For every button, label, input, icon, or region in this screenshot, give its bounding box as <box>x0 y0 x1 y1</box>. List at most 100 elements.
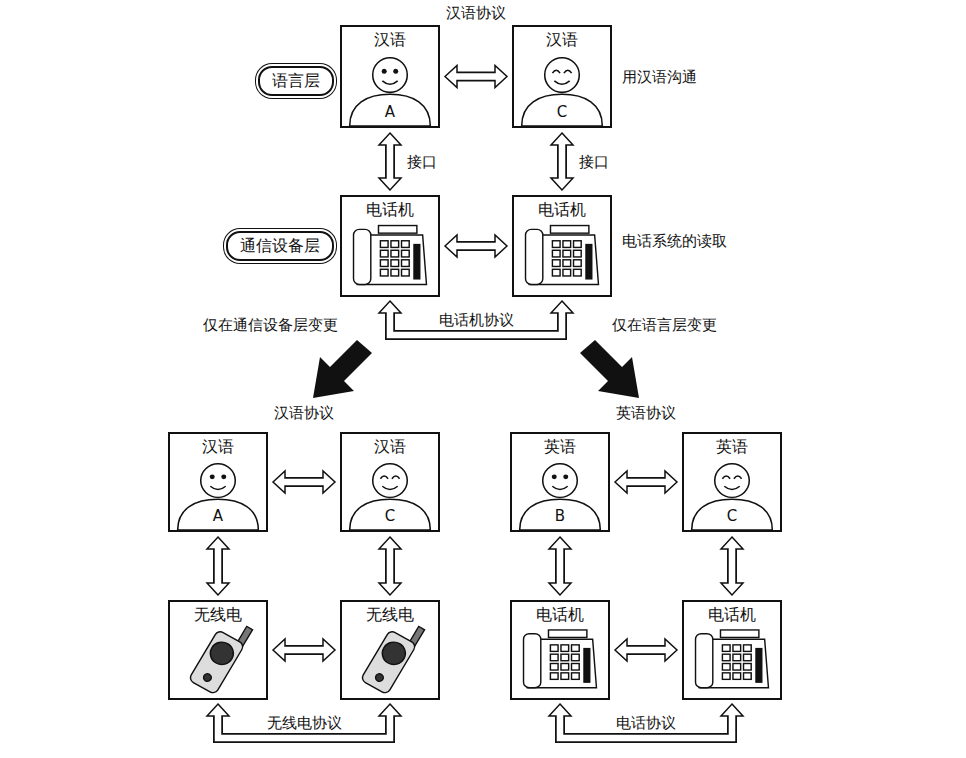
phone-key <box>733 654 741 661</box>
eye <box>210 474 215 479</box>
box-heading: 汉语 <box>202 437 234 456</box>
eye <box>392 476 400 479</box>
phone-strip <box>414 245 420 279</box>
person-head <box>201 464 236 498</box>
arrow-inner <box>390 311 562 335</box>
box-heading: 英语 <box>544 437 576 456</box>
person-box: 汉语C <box>340 432 440 532</box>
phone-key <box>574 260 582 267</box>
radio-box: 无线电 <box>340 600 440 700</box>
layer-tag: 语言层 <box>258 66 334 96</box>
person-body <box>350 94 431 126</box>
phone-handset <box>696 634 713 688</box>
person-letter: C <box>557 103 567 121</box>
phone-box: 电话机 <box>512 195 612 297</box>
phone-key <box>574 250 582 257</box>
change-arrow <box>313 340 372 398</box>
phone-key <box>572 645 580 652</box>
phone-box: 电话机 <box>510 600 610 700</box>
hollow-arrow <box>615 471 677 493</box>
phone-box: 电话机 <box>340 195 440 297</box>
arrow-inner <box>559 143 566 180</box>
radio-body <box>188 630 244 695</box>
phone-key <box>391 260 399 267</box>
arrow-inner <box>455 243 497 250</box>
phone-key <box>722 673 730 680</box>
phone-key <box>391 269 399 276</box>
box-heading: 电话机 <box>366 200 414 219</box>
phone-handset <box>526 229 543 284</box>
phone-figure <box>524 630 597 688</box>
person-figure <box>522 58 603 126</box>
phone-key <box>380 250 388 257</box>
eye <box>563 474 568 479</box>
hollow-arrow <box>273 471 335 493</box>
arrow-inner <box>729 547 736 585</box>
hollow-arrow <box>379 301 573 335</box>
person-body <box>522 94 603 126</box>
hollow-arrow <box>207 704 401 738</box>
mouth <box>382 81 397 84</box>
arrow-inner <box>283 479 325 486</box>
phone-key <box>380 269 388 276</box>
phone-key <box>563 269 571 276</box>
phone-key <box>561 673 569 680</box>
eye <box>393 69 398 74</box>
phone-key <box>722 664 730 671</box>
person-body <box>178 499 259 530</box>
phone-key <box>572 654 580 661</box>
radio-figure <box>188 615 253 694</box>
phone-box: 电话机 <box>682 600 782 700</box>
person-box: 汉语 A <box>168 432 268 532</box>
arrow-inner <box>387 143 394 180</box>
phone-key <box>561 645 569 652</box>
person-box: 英语C <box>682 432 782 532</box>
note-label: 汉语协议 <box>446 4 506 22</box>
radio-speaker <box>378 638 409 669</box>
phone-key <box>744 673 752 680</box>
person-letter: A <box>213 507 223 525</box>
eye <box>382 69 387 74</box>
phone-key <box>574 241 582 248</box>
phone-key <box>550 645 558 652</box>
person-figure <box>350 58 431 126</box>
phone-key <box>733 673 741 680</box>
phone-key <box>744 645 752 652</box>
phone-key <box>733 664 741 671</box>
phone-key <box>572 673 580 680</box>
hollow-arrow <box>379 537 401 595</box>
box-heading: 无线电 <box>366 605 414 624</box>
hollow-arrow <box>549 704 743 738</box>
person-head <box>373 58 408 93</box>
person-body <box>520 499 601 530</box>
hollow-arrow <box>551 133 573 190</box>
eye <box>552 474 557 479</box>
box-heading: 英语 <box>716 437 748 456</box>
hollow-arrow <box>207 537 229 595</box>
phone-key <box>572 664 580 671</box>
eye <box>552 70 560 73</box>
hollow-arrow <box>445 235 507 257</box>
box-heading: 通信设备层 <box>240 236 320 255</box>
phone-key <box>561 654 569 661</box>
hollow-arrow <box>445 66 507 88</box>
arrow-inner <box>625 479 667 486</box>
box-heading: 电话机 <box>538 200 586 219</box>
person-head <box>373 464 408 498</box>
phone-key <box>561 664 569 671</box>
edge-label: 接口 <box>576 153 612 171</box>
arrow-inner <box>625 647 667 654</box>
hollow-arrow <box>615 639 677 661</box>
box-heading: 语言层 <box>272 71 320 90</box>
phone-key <box>563 241 571 248</box>
person-body <box>350 499 431 530</box>
phone-figure <box>354 226 427 285</box>
radio-button <box>374 672 384 682</box>
person-body <box>692 499 773 530</box>
person-head <box>543 464 578 498</box>
phone-strip <box>586 245 592 279</box>
arrow-inner <box>557 547 564 585</box>
phone-key <box>550 654 558 661</box>
